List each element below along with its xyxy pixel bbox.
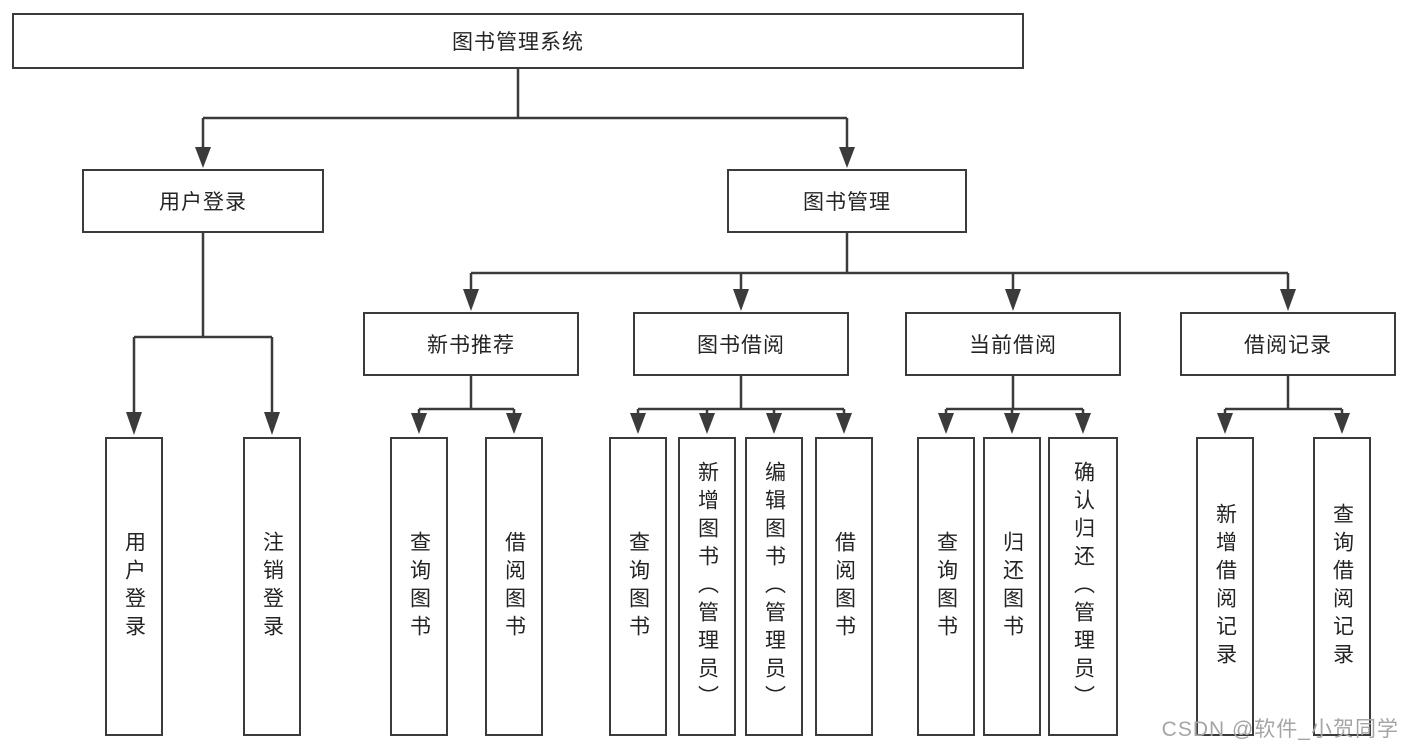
connector-current-borrowing-children <box>938 376 1091 434</box>
leaf-borrow-books: 借阅图书 <box>485 437 543 736</box>
leaf-label: 查询图书 <box>934 530 958 643</box>
leaf-edit-book-admin: 编辑图书（管理员） <box>745 437 803 736</box>
leaf-add-book-admin: 新增图书（管理员） <box>678 437 736 736</box>
leaf-user-login: 用户登录 <box>105 437 163 736</box>
csdn-watermark: CSDN @软件_小贺同学 <box>1161 718 1399 741</box>
node-label: 图书管理 <box>803 191 891 214</box>
leaf-query-borrow-record: 查询借阅记录 <box>1313 437 1371 736</box>
node-library-management-system: 图书管理系统 <box>12 13 1024 69</box>
node-book-management: 图书管理 <box>727 169 967 233</box>
leaf-query-books: 查询图书 <box>390 437 448 736</box>
leaf-label: 新增借阅记录 <box>1213 502 1237 671</box>
node-label: 新书推荐 <box>427 334 515 357</box>
leaf-borrow-books: 借阅图书 <box>815 437 873 736</box>
leaf-logout: 注销登录 <box>243 437 301 736</box>
connector-book-management-children <box>463 233 1296 311</box>
leaf-label: 查询借阅记录 <box>1330 502 1354 671</box>
leaf-label: 归还图书 <box>1000 530 1024 643</box>
connector-book-borrowing-children <box>630 376 852 434</box>
leaf-label: 查询图书 <box>407 530 431 643</box>
leaf-label: 用户登录 <box>122 530 146 643</box>
connector-user-login-children <box>126 233 280 435</box>
node-label: 图书借阅 <box>697 334 785 357</box>
node-current-borrowing: 当前借阅 <box>905 312 1121 376</box>
connector-borrowing-records-children <box>1217 376 1350 434</box>
leaf-label: 借阅图书 <box>502 530 526 643</box>
node-label: 当前借阅 <box>969 334 1057 357</box>
leaf-label: 查询图书 <box>626 530 650 643</box>
leaf-label: 编辑图书（管理员） <box>762 460 786 713</box>
node-new-book-recommendation: 新书推荐 <box>363 312 579 376</box>
leaf-add-borrow-record: 新增借阅记录 <box>1196 437 1254 736</box>
node-label: 图书管理系统 <box>452 31 584 54</box>
node-borrowing-records: 借阅记录 <box>1180 312 1396 376</box>
leaf-query-books: 查询图书 <box>609 437 667 736</box>
leaf-label: 新增图书（管理员） <box>695 460 719 713</box>
node-user-login: 用户登录 <box>82 169 324 233</box>
node-book-borrowing: 图书借阅 <box>633 312 849 376</box>
leaf-confirm-return-admin: 确认归还（管理员） <box>1048 437 1118 736</box>
leaf-label: 借阅图书 <box>832 530 856 643</box>
leaf-label: 确认归还（管理员） <box>1071 460 1095 713</box>
leaf-label: 注销登录 <box>260 530 284 643</box>
node-label: 借阅记录 <box>1244 334 1332 357</box>
node-label: 用户登录 <box>159 191 247 214</box>
connector-root-to-level2 <box>195 69 855 168</box>
connector-new-book-recommendation-children <box>411 376 522 434</box>
leaf-query-books: 查询图书 <box>917 437 975 736</box>
leaf-return-books: 归还图书 <box>983 437 1041 736</box>
